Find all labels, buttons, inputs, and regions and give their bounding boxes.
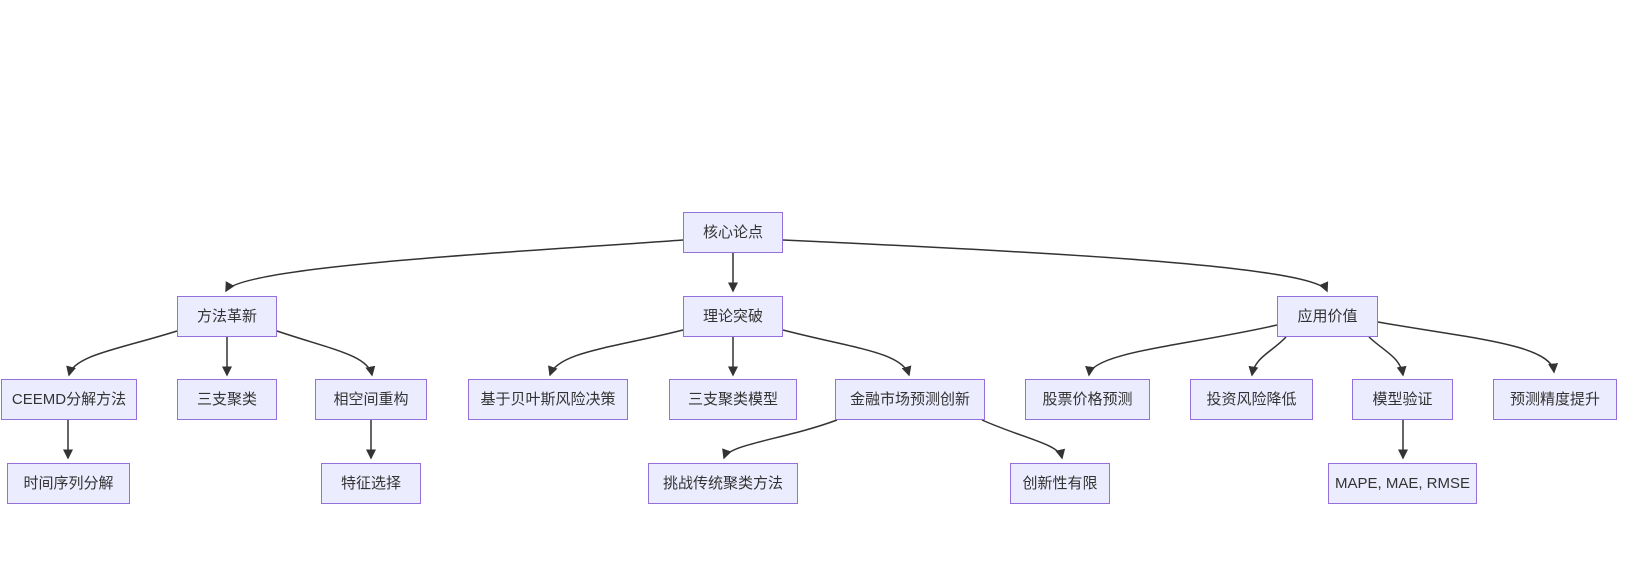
- edge-finance-innovation-to-challenge: [722, 419, 838, 460]
- node-label: CEEMD分解方法: [11, 391, 127, 408]
- edge-application-to-accuracy: [1377, 321, 1559, 374]
- node-theory: 理论突破: [683, 296, 783, 337]
- node-metrics: MAPE, MAE, RMSE: [1328, 463, 1477, 504]
- node-label: 金融市场预测创新: [849, 391, 970, 408]
- edge-method-to-phase-space: [276, 330, 376, 377]
- node-label: 三支聚类模型: [687, 391, 778, 408]
- node-phase-space: 相空间重构: [315, 379, 427, 420]
- edge-method-to-ceemd: [66, 330, 178, 377]
- node-label: MAPE, MAE, RMSE: [1334, 475, 1471, 492]
- node-label: 应用价值: [1297, 308, 1358, 325]
- node-ceemd: CEEMD分解方法: [1, 379, 137, 420]
- node-label: 预测精度提升: [1509, 391, 1600, 408]
- node-label: 挑战传统聚类方法: [662, 475, 783, 492]
- edge-theory-to-finance-innovation: [782, 329, 912, 377]
- node-model-valid: 模型验证: [1352, 379, 1453, 420]
- node-label: 创新性有限: [1022, 475, 1098, 492]
- edge-finance-innovation-to-limited-novelty: [981, 419, 1066, 460]
- node-feature-sel: 特征选择: [321, 463, 421, 504]
- node-ts-decomp: 时间序列分解: [7, 463, 130, 504]
- node-label: 核心论点: [702, 224, 763, 241]
- node-application: 应用价值: [1277, 296, 1378, 337]
- node-accuracy: 预测精度提升: [1493, 379, 1617, 420]
- node-label: 三支聚类: [196, 391, 257, 408]
- node-bayes: 基于贝叶斯风险决策: [468, 379, 628, 420]
- node-label: 方法革新: [196, 308, 257, 325]
- node-label: 投资风险降低: [1206, 391, 1297, 408]
- node-stock-pred: 股票价格预测: [1025, 379, 1150, 420]
- node-core: 核心论点: [683, 212, 783, 253]
- node-label: 理论突破: [702, 308, 763, 325]
- node-method: 方法革新: [177, 296, 277, 337]
- edge-group: [63, 239, 1559, 460]
- edge-core-to-method: [225, 239, 684, 293]
- node-label: 特征选择: [340, 475, 401, 492]
- edge-core-to-application: [782, 239, 1329, 293]
- node-label: 模型验证: [1372, 391, 1433, 408]
- node-limited-novelty: 创新性有限: [1010, 463, 1110, 504]
- edge-application-to-model-valid: [1368, 336, 1407, 377]
- node-label: 股票价格预测: [1042, 391, 1133, 408]
- node-label: 基于贝叶斯风险决策: [480, 391, 616, 408]
- node-finance-innovation: 金融市场预测创新: [835, 379, 985, 420]
- edge-theory-to-bayes: [548, 329, 684, 377]
- node-label: 相空间重构: [333, 391, 409, 408]
- node-label: 时间序列分解: [23, 475, 114, 492]
- edge-application-to-stock-pred: [1085, 324, 1278, 377]
- node-challenge: 挑战传统聚类方法: [648, 463, 798, 504]
- node-three-way: 三支聚类: [177, 379, 277, 420]
- node-three-way-model: 三支聚类模型: [669, 379, 797, 420]
- edge-application-to-risk-reduce: [1248, 336, 1287, 377]
- node-risk-reduce: 投资风险降低: [1190, 379, 1313, 420]
